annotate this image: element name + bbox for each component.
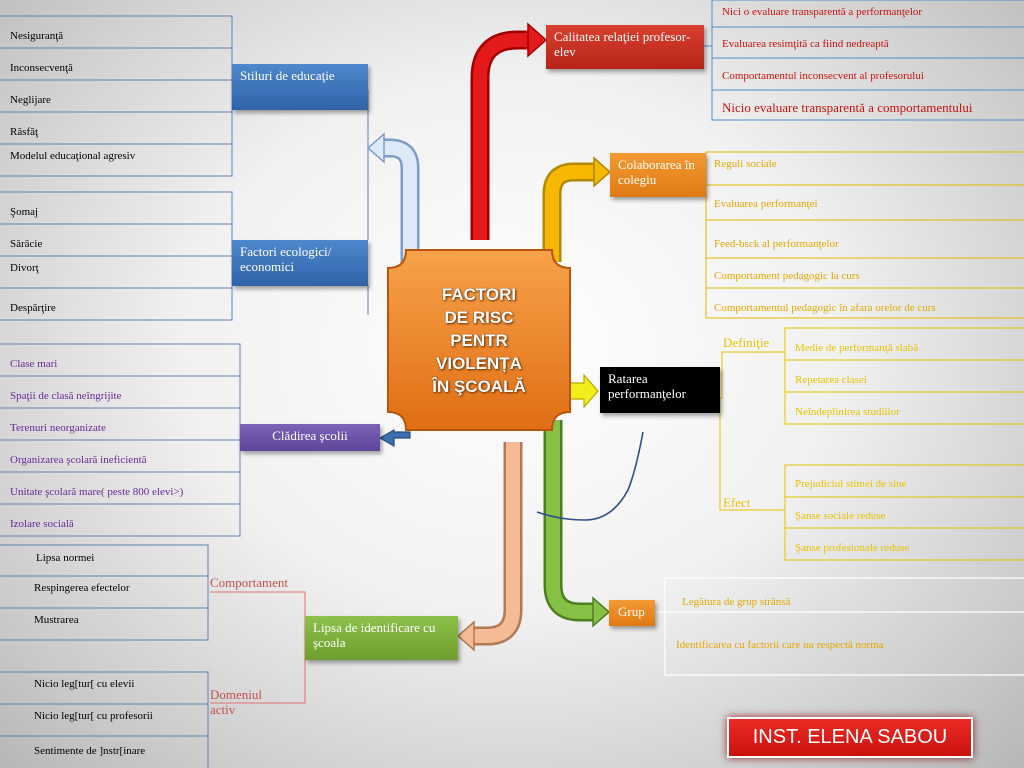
grup-item: Legătura de grup strânsă bbox=[682, 596, 791, 608]
factori-item: Şomaj bbox=[10, 206, 39, 218]
center-title: FACTORI DE RISC PENTR VIOLENȚA ÎN ŞCOALĂ bbox=[432, 284, 526, 396]
node-cladirea[interactable]: Clădirea şcolii bbox=[240, 424, 380, 451]
definitie-label: Definiţie bbox=[723, 335, 770, 350]
arrow-stiluri bbox=[366, 132, 420, 270]
cladirea-item: Izolare socială bbox=[10, 518, 74, 530]
comportament-item: Respingerea efectelor bbox=[34, 582, 130, 594]
node-grup[interactable]: Grup bbox=[609, 600, 655, 626]
domeniu-item: Sentimente de ]nstr[inare bbox=[34, 745, 146, 757]
calitatea-list-lines bbox=[704, 0, 1024, 121]
definitie-item: Medie de performanţă slabă bbox=[795, 342, 919, 354]
calitatea-item: Comportamentul inconsecvent al profesoru… bbox=[722, 70, 924, 82]
stiluri-item: Răsfăţ bbox=[10, 126, 39, 138]
factori-item: Divorţ bbox=[10, 262, 39, 274]
comportament-label: Comportament bbox=[210, 575, 288, 590]
node-lipsa-identificare[interactable]: Lipsa de identificare cu şcoala bbox=[305, 616, 458, 660]
arrow-calitatea bbox=[470, 22, 548, 240]
node-factori-ecologici[interactable]: Factori ecologici/ economici bbox=[232, 240, 368, 286]
efect-item: Şanse profesionale reduse bbox=[795, 542, 910, 554]
comportament-item: Lipsa normei bbox=[36, 552, 95, 564]
colaborarea-item: Comportament pedagogic la curs bbox=[714, 270, 860, 282]
cladirea-item: Organizarea şcolară ineficientă bbox=[10, 454, 147, 466]
calitatea-item: Evaluarea resimţită ca fiind nedreaptă bbox=[722, 38, 889, 50]
arrow-cladirea bbox=[378, 428, 411, 448]
ratarea-tree-lines bbox=[719, 327, 1024, 561]
stiluri-item: Neglijare bbox=[10, 94, 51, 106]
stiluri-item: Nesiguranţă bbox=[10, 30, 64, 42]
cladirea-item: Unitate şcolară mare( peste 800 elevi>) bbox=[10, 486, 184, 498]
cladirea-item: Terenuri neorganizate bbox=[10, 422, 106, 434]
grup-list-lines bbox=[637, 577, 1024, 676]
decorative-curve bbox=[536, 431, 644, 521]
colaborarea-list-lines bbox=[705, 151, 1024, 319]
domeniu-item: Nicio leg[tur[ cu profesorii bbox=[34, 710, 153, 722]
domeniu-item: Nicio leg[tur[ cu elevii bbox=[34, 678, 135, 690]
colaborarea-item: Evaluarea performanţei bbox=[714, 198, 818, 210]
stiluri-list-lines bbox=[0, 15, 369, 240]
factori-item: Sărăcie bbox=[10, 238, 43, 250]
definitie-item: Neîndeplinirea studiilor bbox=[795, 406, 900, 418]
cladirea-list-lines bbox=[0, 343, 241, 537]
comportament-item: Mustrarea bbox=[34, 614, 79, 626]
center-node bbox=[387, 249, 571, 431]
definitie-item: Repetarea clasei bbox=[795, 374, 867, 386]
colaborarea-item: Comportamentul pedagogic în afara orelor… bbox=[714, 302, 936, 314]
stiluri-item: Inconsecvenţă bbox=[10, 62, 73, 74]
comportament-list-lines bbox=[0, 544, 209, 641]
node-ratarea[interactable]: Ratarea performanţelor bbox=[600, 367, 720, 413]
efect-item: Şanse sociale reduse bbox=[795, 510, 886, 522]
node-stiluri[interactable]: Stiluri de educaţie bbox=[232, 64, 368, 110]
arrow-colaborarea bbox=[542, 156, 612, 262]
stiluri-item: Modelul educaţional agresiv bbox=[10, 150, 136, 162]
cladirea-item: Spaţii de clasă neîngrijite bbox=[10, 390, 122, 402]
domeniu-label: Domeniul activ bbox=[210, 687, 262, 717]
factori-item: Despărţire bbox=[10, 302, 56, 314]
author-badge: INST. ELENA SABOU bbox=[727, 717, 973, 758]
domeniu-list-lines bbox=[0, 671, 209, 768]
arrow-ratarea bbox=[567, 373, 599, 409]
calitatea-item: Nici o evaluare transparentă a performan… bbox=[722, 6, 923, 18]
arrow-lipsa-identificare bbox=[456, 442, 523, 652]
colaborarea-item: Reguli sociale bbox=[714, 158, 777, 170]
node-calitatea[interactable]: Calitatea relaţiei profesor-elev bbox=[546, 25, 704, 69]
node-colaborarea[interactable]: Colaborarea în colegiu bbox=[610, 153, 706, 197]
efect-label: Efect bbox=[723, 495, 751, 510]
efect-item: Prejudiciul stimei de sine bbox=[795, 478, 907, 490]
cladirea-item: Clase mari bbox=[10, 358, 58, 370]
calitatea-item: Nicio evaluare transparentă a comportame… bbox=[722, 100, 973, 115]
grup-item: Identificarea cu factorii care nu respec… bbox=[676, 639, 884, 651]
arrow-grup bbox=[543, 420, 611, 628]
colaborarea-item: Feed-bsck al performanţelor bbox=[714, 238, 839, 250]
